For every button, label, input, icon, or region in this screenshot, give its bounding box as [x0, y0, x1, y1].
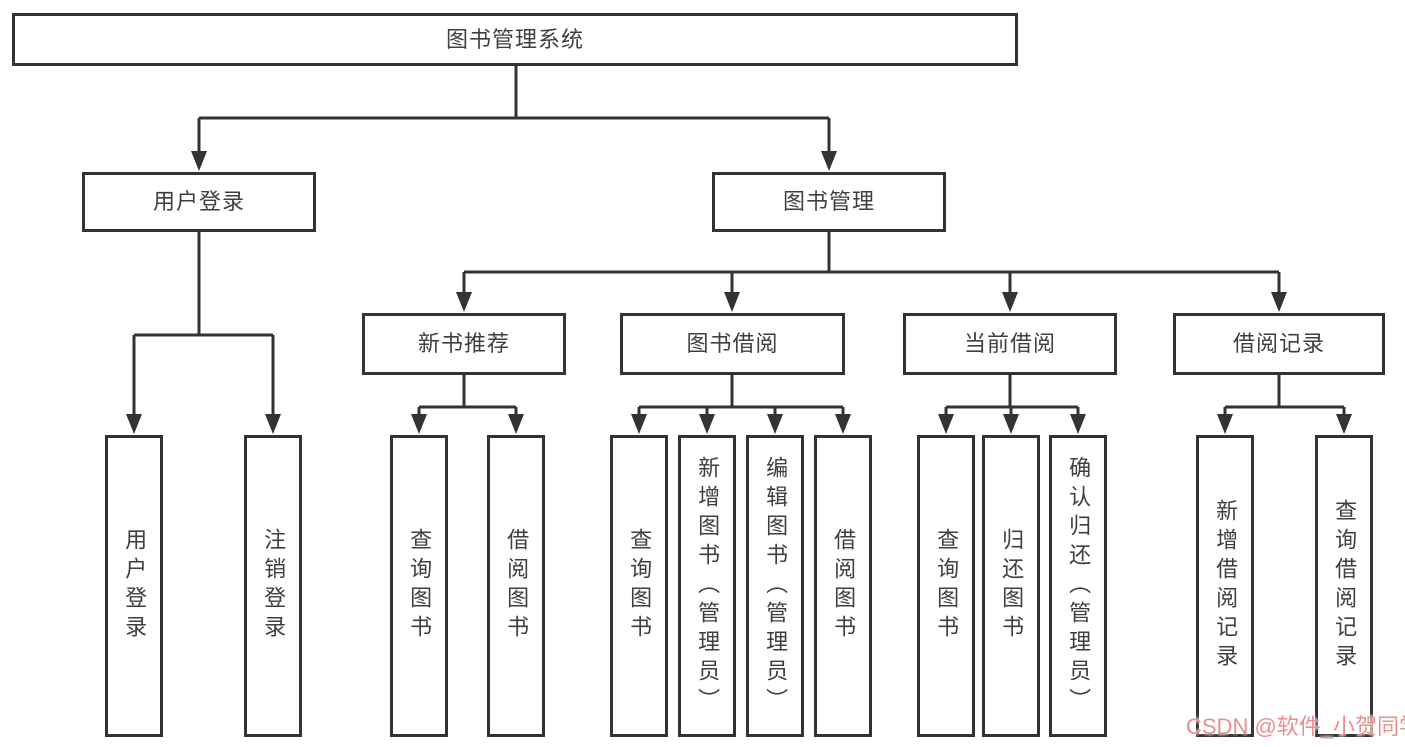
leaf-query-books-borrow-label: 查询图书 — [627, 528, 653, 644]
leaf-borrow-books-borrow: 借阅图书 — [814, 435, 872, 737]
leaf-return-book-label: 归还图书 — [999, 528, 1025, 644]
connector-new-book-recommend — [411, 375, 524, 434]
connector-book-management — [456, 232, 1287, 312]
node-current-borrow-label: 当前借阅 — [963, 331, 1056, 356]
leaf-add-borrow-record: 新增借阅记录 — [1196, 435, 1254, 737]
arrowhead — [938, 414, 1086, 434]
connector-line — [637, 375, 845, 417]
arrowhead — [126, 414, 281, 434]
node-book-borrow-label: 图书借阅 — [686, 331, 779, 356]
arrowhead — [1217, 414, 1352, 434]
connector-book-borrow — [631, 375, 851, 434]
leaf-return-book: 归还图书 — [982, 435, 1040, 737]
leaf-edit-book-admin-label: 编辑图书（管理员） — [763, 455, 789, 717]
node-book-management: 图书管理 — [712, 172, 946, 232]
node-user-login-label: 用户登录 — [152, 189, 245, 214]
leaf-edit-book-admin: 编辑图书（管理员） — [746, 435, 804, 737]
leaf-query-books-recommend-label: 查询图书 — [407, 528, 433, 644]
leaf-borrow-books-recommend: 借阅图书 — [487, 435, 545, 737]
arrowhead — [411, 414, 524, 434]
leaf-query-books-borrow: 查询图书 — [610, 435, 668, 737]
connector-line — [944, 375, 1080, 417]
leaf-query-borrow-record-label: 查询借阅记录 — [1332, 499, 1358, 673]
leaf-add-book-admin: 新增图书（管理员） — [678, 435, 736, 737]
arrowhead — [631, 414, 851, 434]
connector-line — [197, 66, 831, 154]
arrowhead — [191, 151, 837, 171]
leaf-borrow-books-recommend-label: 借阅图书 — [504, 528, 530, 644]
node-current-borrow: 当前借阅 — [903, 313, 1117, 375]
leaf-query-borrow-record: 查询借阅记录 — [1315, 435, 1373, 737]
connector-line — [1223, 375, 1346, 417]
connector-current-borrow — [938, 375, 1086, 434]
node-user-login: 用户登录 — [82, 172, 316, 232]
leaf-query-books-recommend: 查询图书 — [390, 435, 448, 737]
connector-line — [417, 375, 518, 417]
connector-borrow-records — [1217, 375, 1352, 434]
connector-line — [132, 232, 275, 417]
node-borrow-records: 借阅记录 — [1173, 313, 1385, 375]
connector-user-login — [126, 232, 281, 434]
leaf-logout-label: 注销登录 — [261, 528, 287, 644]
node-borrow-records-label: 借阅记录 — [1232, 331, 1325, 356]
leaf-logout: 注销登录 — [244, 435, 302, 737]
node-book-management-label: 图书管理 — [782, 189, 875, 214]
watermark: CSDN @软件_小贺同学 — [1186, 714, 1405, 739]
leaf-query-books-current: 查询图书 — [917, 435, 975, 737]
connector-line — [462, 232, 1281, 295]
node-root: 图书管理系统 — [12, 13, 1018, 66]
leaf-add-book-admin-label: 新增图书（管理员） — [695, 455, 721, 717]
node-new-book-recommend-label: 新书推荐 — [417, 331, 510, 356]
connector-root — [191, 66, 837, 171]
leaf-borrow-books-borrow-label: 借阅图书 — [831, 528, 857, 644]
leaf-query-books-current-label: 查询图书 — [934, 528, 960, 644]
leaf-user-login-label: 用户登录 — [122, 528, 148, 644]
leaf-add-borrow-record-label: 新增借阅记录 — [1213, 499, 1239, 673]
arrowhead — [456, 292, 1287, 312]
node-root-label: 图书管理系统 — [445, 26, 584, 52]
node-new-book-recommend: 新书推荐 — [362, 313, 566, 375]
leaf-confirm-return-admin: 确认归还（管理员） — [1049, 435, 1107, 737]
leaf-confirm-return-admin-label: 确认归还（管理员） — [1066, 455, 1092, 717]
leaf-user-login: 用户登录 — [105, 435, 163, 737]
node-book-borrow: 图书借阅 — [620, 313, 845, 375]
